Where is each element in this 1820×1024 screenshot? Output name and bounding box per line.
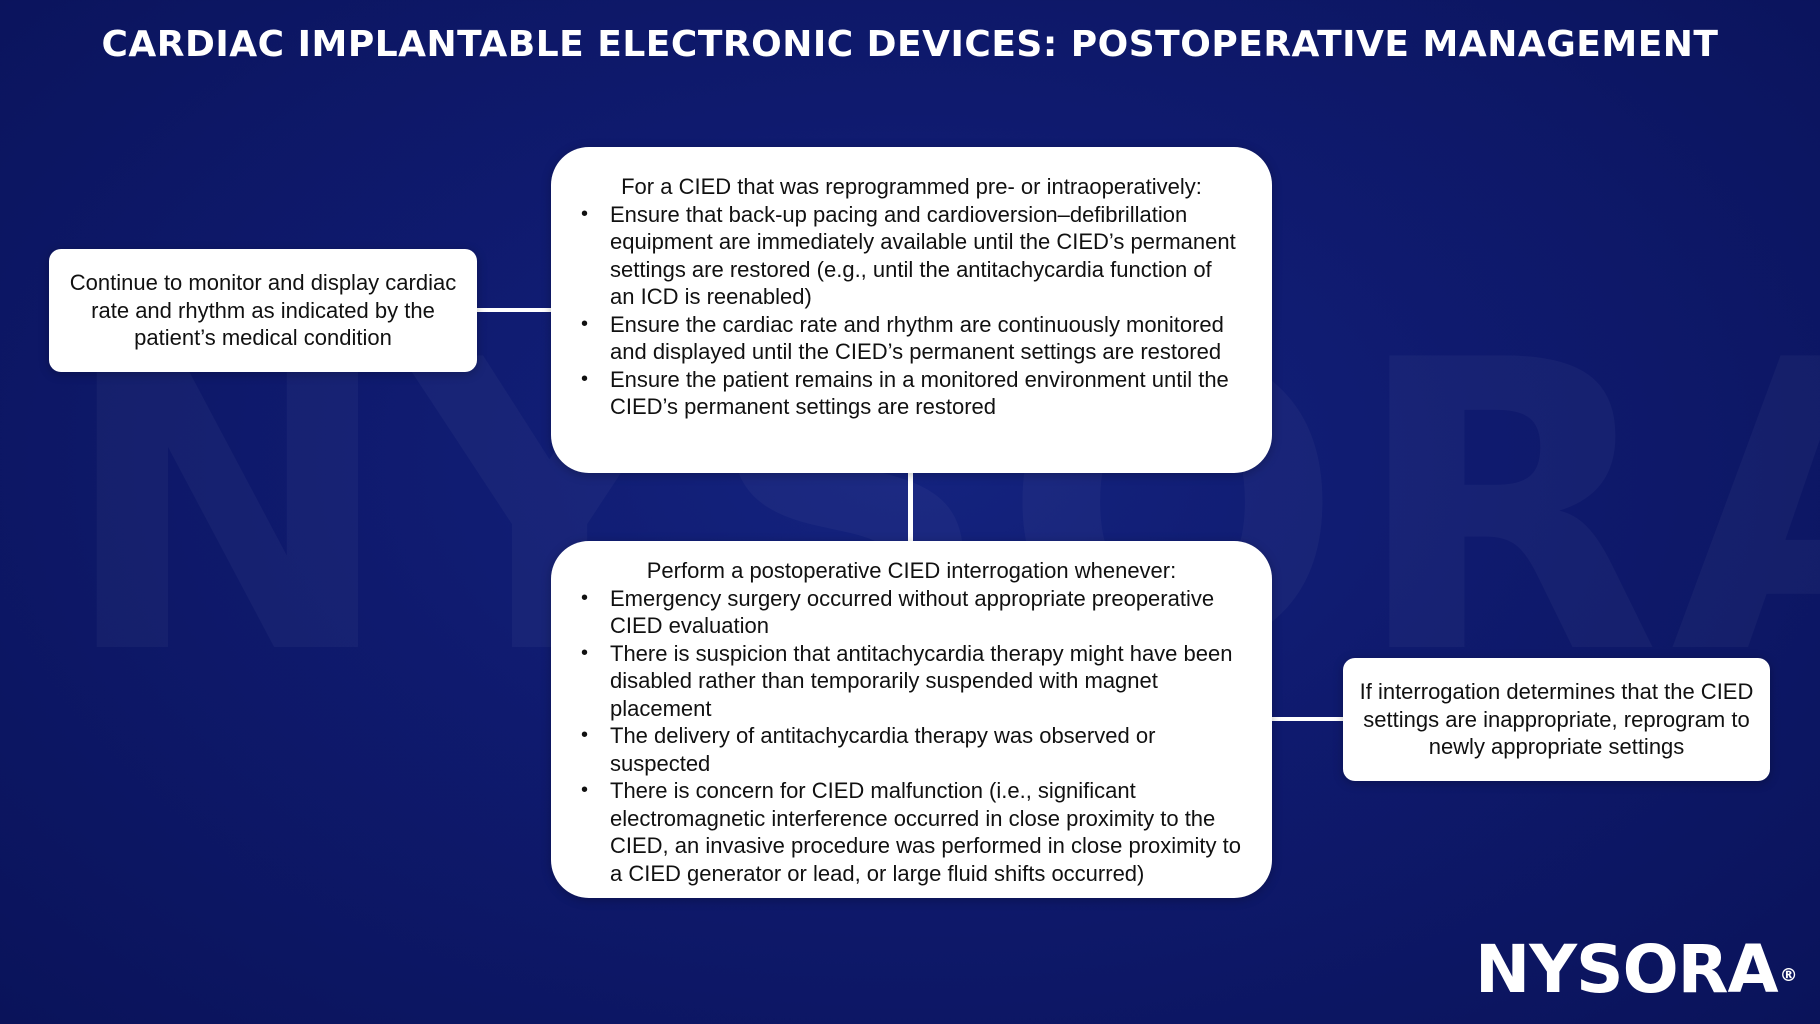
monitor-rhythm-text: Continue to monitor and display cardiac … [69,270,457,351]
connector-middle [908,473,913,541]
list-item: There is concern for CIED malfunction (i… [581,777,1242,887]
list-item: The delivery of antitachycardia therapy … [581,722,1242,777]
list-item: Ensure the cardiac rate and rhythm are c… [581,311,1242,366]
reprogram-box: If interrogation determines that the CIE… [1343,658,1770,781]
reprogrammed-cied-heading: For a CIED that was reprogrammed pre- or… [621,174,1202,199]
interrogation-list: Emergency surgery occurred without appro… [581,585,1242,888]
list-item: Ensure the patient remains in a monitore… [581,366,1242,421]
interrogation-heading: Perform a postoperative CIED interrogati… [646,558,1177,583]
list-item: Ensure that back-up pacing and cardiover… [581,201,1242,311]
interrogation-box: Perform a postoperative CIED interrogati… [551,541,1272,898]
reprogram-text: If interrogation determines that the CIE… [1359,679,1754,760]
reprogrammed-cied-list: Ensure that back-up pacing and cardiover… [581,201,1242,421]
monitor-rhythm-box: Continue to monitor and display cardiac … [49,249,477,372]
registered-mark: ® [1779,965,1798,986]
list-item: There is suspicion that antitachycardia … [581,640,1242,723]
logo-text: NYSORA [1475,931,1779,1008]
reprogrammed-cied-box: For a CIED that was reprogrammed pre- or… [551,147,1272,473]
page-title: CARDIAC IMPLANTABLE ELECTRONIC DEVICES: … [101,24,1719,65]
list-item: Emergency surgery occurred without appro… [581,585,1242,640]
connector-left [477,308,551,312]
connector-right [1272,717,1343,721]
nysora-logo: NYSORA® [1475,935,1798,1005]
